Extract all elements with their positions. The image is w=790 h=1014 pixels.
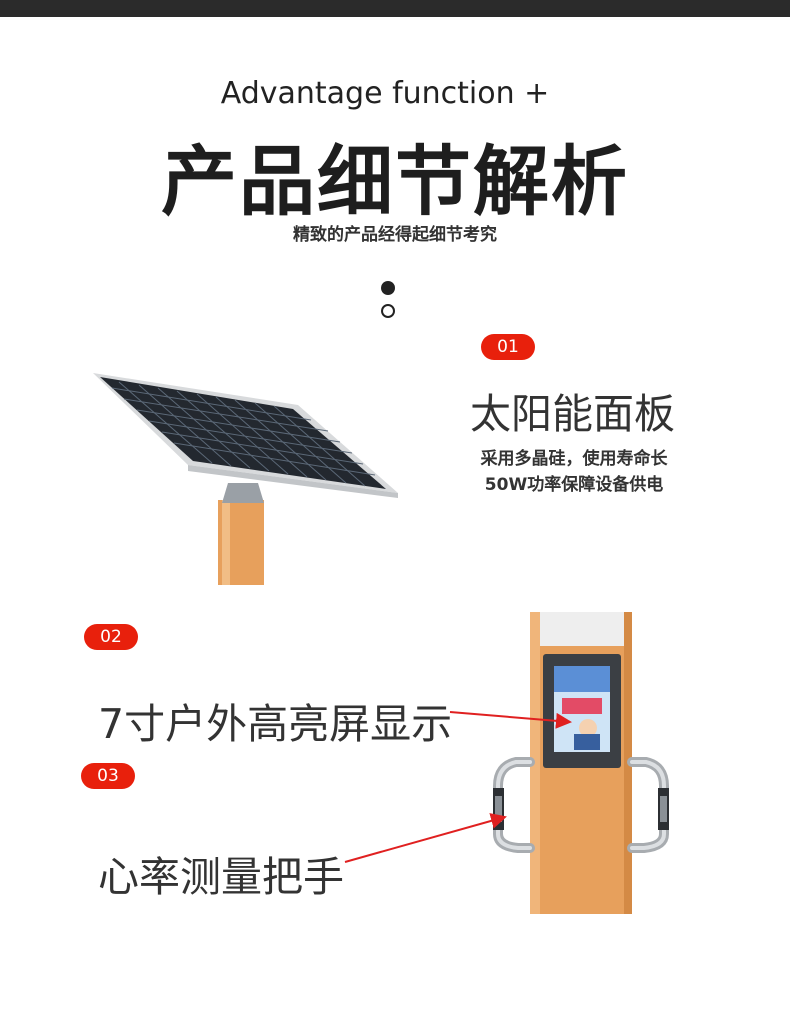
slide-indicator[interactable] [381,304,395,318]
solar-panel-illustration [93,373,398,585]
arrow-to-handle [344,813,507,863]
feature-badge-01: 01 [481,334,535,360]
page-subtitle: 精致的产品经得起细节考究 [293,225,497,245]
top-bar [0,0,790,17]
kiosk-post-illustration [493,612,669,914]
feature-desc-line-2: 50W功率保障设备供电 [484,475,664,495]
page-title: 产品细节解析 [161,137,629,226]
feature-title-heart-rate-handle: 心率测量把手 [98,853,344,901]
feature-title-solar-panel: 太阳能面板 [470,390,675,438]
feature-badge-02: 02 [84,624,138,650]
feature-badge-03: 03 [81,763,135,789]
slide-indicator-active[interactable] [381,281,395,295]
english-title: Advantage function + [220,76,550,111]
feature-desc-line-1: 采用多晶硅，使用寿命长 [480,449,668,469]
feature-title-outdoor-screen: 7寸户外高亮屏显示 [98,700,453,748]
